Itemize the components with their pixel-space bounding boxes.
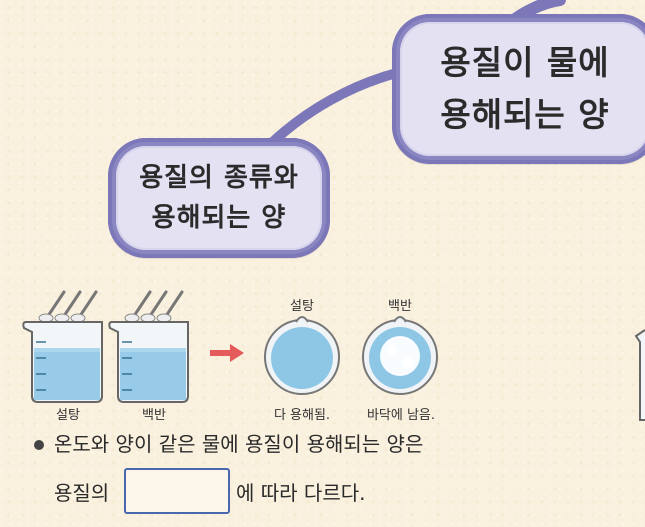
title-bubble-main-inner: 용질이 물에 용해되는 양: [400, 22, 645, 156]
beaker-partial-right: [634, 329, 645, 421]
dish-sugar-top-label: 설탕: [290, 299, 314, 314]
title-sub-line2: 용해되는 양: [151, 203, 287, 233]
arrow-right-icon: [210, 344, 244, 362]
beaker-sugar: [22, 290, 103, 403]
dish-sugar-dissolved: [264, 316, 340, 395]
title-sub-line1: 용질의 종류와: [139, 163, 299, 193]
title-bubble-main: 용질이 물에 용해되는 양: [392, 14, 645, 164]
dish-sugar-result-label: 다 용해됨.: [273, 408, 331, 423]
bullet-dot: [34, 440, 44, 450]
beaker-sugar-label: 설탕: [56, 408, 80, 423]
answer-blank-box[interactable]: [124, 468, 230, 514]
beaker-alum: [108, 290, 189, 403]
dish-alum-result-label: 바닥에 남음.: [366, 408, 436, 423]
dish-alum-top-label: 백반: [388, 299, 412, 314]
statement-line1: 온도와 양이 같은 물에 용질이 용해되는 양은: [54, 432, 424, 456]
title-main-line2: 용해되는 양: [440, 95, 610, 134]
beaker-alum-label: 백반: [142, 408, 166, 423]
dish-alum-remaining: [362, 316, 438, 395]
title-bubble-sub: 용질의 종류와 용해되는 양: [108, 138, 330, 258]
title-main-line1: 용질이 물에: [440, 43, 610, 82]
statement-line2-suffix: 에 따라 다르다.: [236, 481, 366, 505]
statement-line2-prefix: 용질의: [54, 481, 110, 505]
title-bubble-sub-inner: 용질의 종류와 용해되는 양: [116, 146, 322, 250]
